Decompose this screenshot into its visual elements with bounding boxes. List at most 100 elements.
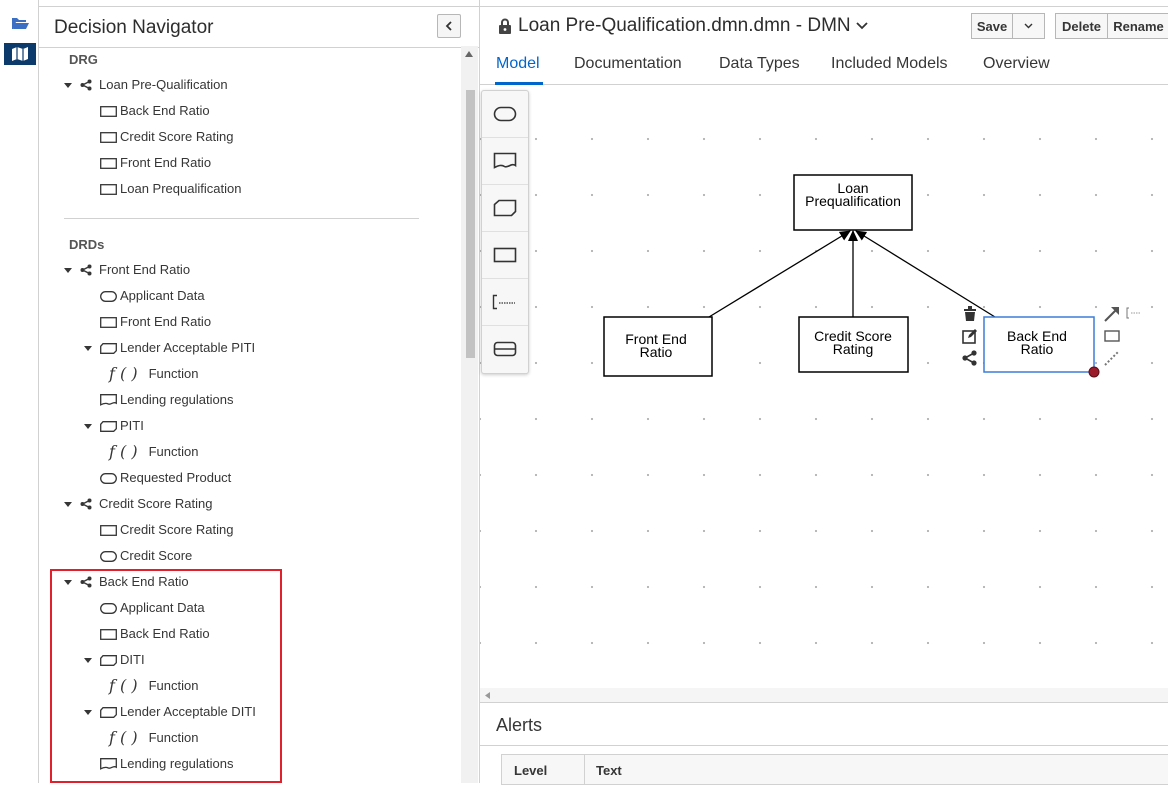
expand-caret-icon[interactable]	[84, 424, 92, 429]
drd-icon	[80, 264, 92, 276]
node-front-end-ratio[interactable]: Front End Ratio	[604, 317, 712, 376]
tab-data-types[interactable]: Data Types	[719, 55, 800, 73]
resize-handle[interactable]	[1089, 367, 1099, 377]
decision-small-icon[interactable]	[1105, 331, 1119, 341]
navigator-header: Decision Navigator	[39, 6, 479, 48]
palette-knowledge-source[interactable]	[482, 138, 528, 185]
chevron-down-icon	[856, 22, 868, 30]
palette-text-annotation[interactable]	[482, 279, 528, 326]
trash-icon[interactable]	[964, 306, 976, 321]
tab-documentation[interactable]: Documentation	[574, 55, 682, 73]
drg-item[interactable]: Loan Pre-Qualification	[64, 72, 228, 98]
navigator-tree: DRG Loan Pre-QualificationBack End Ratio…	[39, 46, 459, 783]
text-annotation-shape-icon	[492, 294, 518, 310]
alerts-title: Alerts	[496, 715, 542, 736]
expand-caret-icon[interactable]	[84, 346, 92, 351]
column-separator	[584, 755, 585, 784]
drd-item[interactable]: Credit Score Rating	[64, 491, 212, 517]
input-data-icon	[100, 551, 117, 562]
column-text[interactable]: Text	[596, 763, 622, 778]
diagram-canvas[interactable]: Loan Prequalification Front End Ratio Cr…	[480, 85, 1168, 690]
save-dropdown-button[interactable]	[1012, 13, 1045, 39]
drd-item[interactable]: Credit Score	[100, 543, 192, 569]
document-title[interactable]: Loan Pre-Qualification.dmn.dmn - DMN	[498, 15, 868, 37]
editor-tabs: Model Documentation Data Types Included …	[480, 46, 1168, 85]
text-annotation-small-icon[interactable]	[1127, 308, 1141, 318]
save-button[interactable]: Save	[971, 13, 1013, 39]
drd-item[interactable]: Front End Ratio	[100, 309, 211, 335]
rename-button[interactable]: Rename	[1107, 13, 1168, 39]
decision-icon	[100, 184, 117, 195]
edge-front-end-to-loan[interactable]	[709, 231, 850, 317]
delete-button[interactable]: Delete	[1055, 13, 1108, 39]
decision-icon	[100, 106, 117, 117]
drd-item[interactable]: Lender Acceptable PITI	[84, 335, 255, 361]
connector-arrow-icon[interactable]	[1105, 307, 1119, 321]
drd-item-label: Lender Acceptable PITI	[120, 335, 255, 361]
editor-header: Loan Pre-Qualification.dmn.dmn - DMN Sav…	[480, 6, 1168, 47]
node-credit-score-rating[interactable]: Credit Score Rating	[799, 317, 908, 372]
node-front-line2: Ratio	[640, 344, 673, 360]
drd-item-label: Lending regulations	[120, 387, 233, 413]
share-icon[interactable]	[962, 350, 976, 365]
expand-caret-icon[interactable]	[64, 83, 72, 88]
decision-navigator: Decision Navigator DRG Loan Pre-Qualific…	[39, 0, 480, 783]
decision-icon	[100, 158, 117, 169]
drd-item[interactable]: Applicant Data	[100, 283, 205, 309]
tab-included-models[interactable]: Included Models	[831, 55, 948, 73]
input-data-icon	[100, 291, 117, 302]
column-level[interactable]: Level	[514, 763, 547, 778]
scroll-up-icon[interactable]	[465, 51, 473, 57]
drd-item-label: PITI	[120, 413, 144, 439]
collapse-button[interactable]	[437, 14, 461, 38]
tab-overview[interactable]: Overview	[983, 55, 1050, 73]
tab-model[interactable]: Model	[496, 55, 540, 73]
drd-item[interactable]: f ( )Function	[109, 439, 198, 465]
divider	[64, 218, 419, 219]
drd-item[interactable]: Credit Score Rating	[100, 517, 233, 543]
scrollbar-thumb[interactable]	[466, 90, 475, 358]
node-loan-prequalification[interactable]: Loan Prequalification	[794, 175, 912, 230]
drg-item[interactable]: Loan Prequalification	[100, 176, 241, 202]
icon-rail	[0, 0, 39, 783]
drg-item-label: Loan Pre-Qualification	[99, 72, 228, 98]
caret-down-icon	[1024, 23, 1033, 29]
expand-caret-icon[interactable]	[64, 502, 72, 507]
drd-item[interactable]: PITI	[84, 413, 144, 439]
drds-section-header: DRDs	[69, 237, 104, 252]
drd-icon	[80, 498, 92, 510]
drd-item[interactable]: Requested Product	[100, 465, 231, 491]
expand-caret-icon[interactable]	[64, 268, 72, 273]
drd-item[interactable]: f ( )Function	[109, 361, 198, 387]
drg-item-label: Front End Ratio	[120, 150, 211, 176]
drg-item[interactable]: Front End Ratio	[100, 150, 211, 176]
drd-item[interactable]: Lending regulations	[100, 387, 233, 413]
bkm-shape-icon	[493, 199, 517, 217]
palette-decision-service[interactable]	[482, 326, 528, 372]
edit-icon[interactable]	[963, 329, 977, 343]
folder-open-icon[interactable]	[4, 12, 36, 34]
node-back-end-ratio[interactable]: Back End Ratio	[984, 317, 1099, 377]
scroll-left-icon[interactable]	[485, 692, 490, 699]
shape-palette	[481, 90, 529, 374]
palette-bkm[interactable]	[482, 185, 528, 232]
association-dotted-icon[interactable]	[1105, 351, 1119, 365]
drg-item-label: Loan Prequalification	[120, 176, 241, 202]
decision-service-shape-icon	[493, 341, 517, 357]
drd-item-label: Credit Score	[120, 543, 192, 569]
drd-item-label: Credit Score Rating	[99, 491, 212, 517]
drd-item-label: Function	[149, 361, 199, 387]
drd-item-label: Requested Product	[120, 465, 231, 491]
drg-item[interactable]: Credit Score Rating	[100, 124, 233, 150]
knowledge-source-icon	[100, 394, 117, 406]
document-title-text: Loan Pre-Qualification.dmn.dmn - DMN	[518, 15, 851, 37]
decision-shape-icon	[493, 247, 517, 263]
drd-item[interactable]: Front End Ratio	[64, 257, 190, 283]
node-loan-line2: Prequalification	[805, 193, 901, 209]
map-icon[interactable]	[4, 43, 36, 65]
canvas-horizontal-scrollbar[interactable]	[480, 688, 1168, 702]
drg-item[interactable]: Back End Ratio	[100, 98, 210, 124]
edge-back-end-to-loan[interactable]	[856, 231, 995, 317]
palette-decision[interactable]	[482, 232, 528, 279]
palette-input-data[interactable]	[482, 91, 528, 138]
